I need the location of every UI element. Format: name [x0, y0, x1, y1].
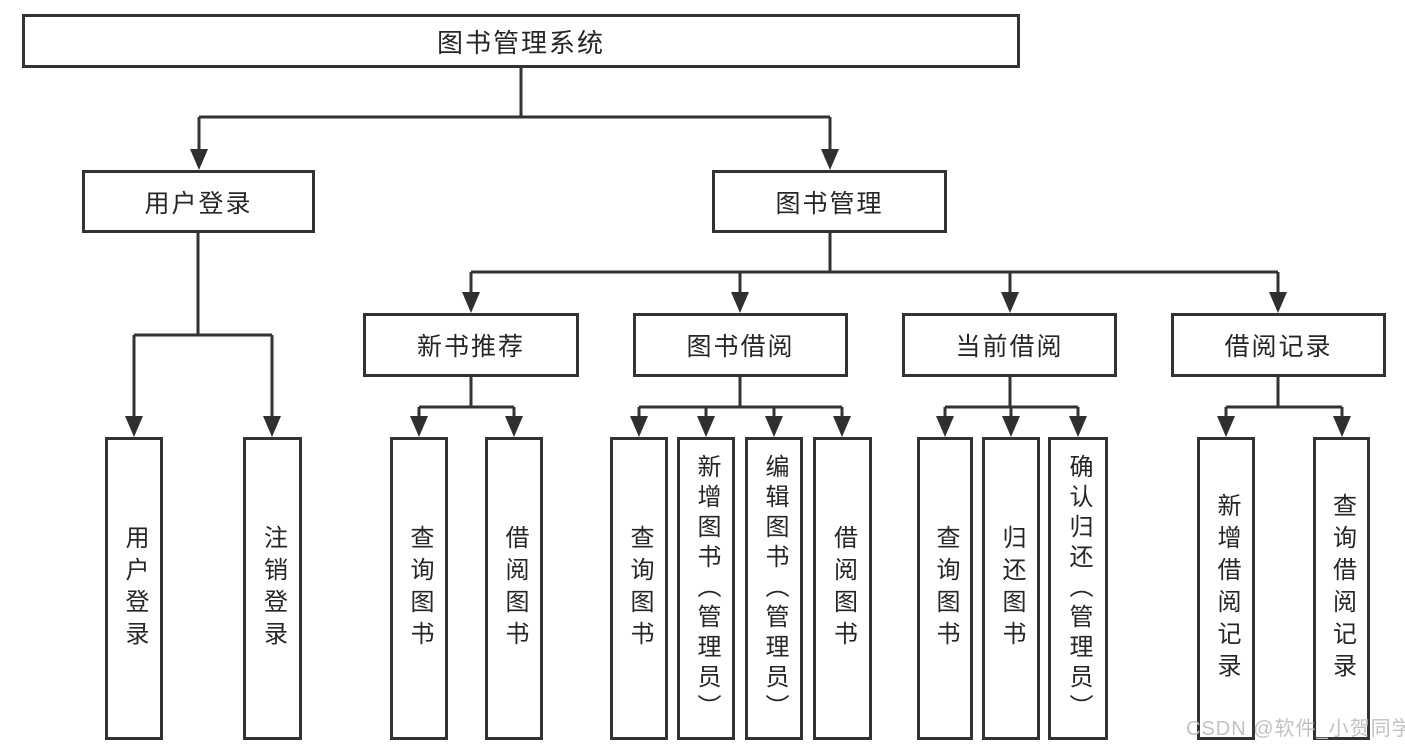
connector-bookborrow-to-leaves [637, 377, 844, 419]
leaf-add-borrow-record: 新增借阅记录 [1197, 437, 1255, 740]
csdn-watermark: CSDN @软件_小贺同学 [1186, 718, 1405, 740]
leaf-label: 查询图书 [932, 524, 959, 653]
arrowhead-icon [731, 292, 749, 313]
arrowhead-icon [1333, 416, 1351, 437]
arrowhead-icon [1269, 292, 1287, 313]
leaf-label: 注销登录 [259, 524, 287, 653]
arrowhead-icon [125, 416, 143, 437]
leaf-label: 用户登录 [121, 524, 148, 653]
leaf-label: 查询图书 [626, 524, 653, 653]
arrowhead-icon [765, 416, 783, 437]
node-root-system: 图书管理系统 [22, 14, 1020, 68]
connector-newbooks-to-leaves [417, 377, 516, 419]
arrowhead-icon [1069, 416, 1087, 437]
leaf-edit-books-admin: 编辑图书（管理员） [745, 437, 803, 740]
leaf-query-books-current: 查询图书 [917, 437, 973, 740]
leaf-add-books-admin: 新增图书（管理员） [677, 437, 735, 740]
arrowhead-icon [263, 416, 281, 437]
leaf-label: 借阅图书 [501, 524, 528, 653]
leaf-label: 编辑图书（管理员） [761, 453, 788, 724]
leaf-borrow-books-newbooks: 借阅图书 [485, 437, 543, 740]
leaf-label: 查询借阅记录 [1328, 492, 1356, 685]
node-book-borrowing: 图书借阅 [633, 313, 848, 377]
arrowhead-icon [1217, 416, 1235, 437]
arrowhead-icon [1001, 292, 1019, 313]
arrowhead-icon [1002, 416, 1020, 437]
leaf-label: 新增借阅记录 [1213, 492, 1240, 685]
leaf-borrow-books-borrowing: 借阅图书 [813, 437, 872, 740]
leaf-user-login: 用户登录 [105, 437, 163, 740]
arrowhead-icon [190, 149, 208, 170]
connector-borrowrecords-to-leaves [1224, 377, 1344, 419]
connector-root-to-level2 [197, 68, 832, 152]
leaf-label: 借阅图书 [829, 524, 857, 653]
connector-currentborrow-to-leaves [943, 377, 1080, 419]
node-book-management-branch: 图书管理 [712, 170, 947, 233]
node-new-book-recommend: 新书推荐 [363, 313, 579, 377]
arrowhead-icon [936, 416, 954, 437]
arrowhead-icon [505, 416, 523, 437]
connector-bookmgmt-to-level3 [469, 233, 1280, 295]
arrowhead-icon [630, 416, 648, 437]
arrowhead-icon [833, 416, 851, 437]
arrowhead-icon [697, 416, 715, 437]
node-current-borrowing: 当前借阅 [902, 313, 1117, 377]
connector-userlogin-to-leaves [132, 233, 274, 419]
leaf-label: 查询图书 [406, 524, 433, 653]
leaf-confirm-return-admin: 确认归还（管理员） [1048, 437, 1108, 740]
node-user-login-branch: 用户登录 [82, 170, 315, 233]
leaf-query-books-newbooks: 查询图书 [390, 437, 448, 740]
arrowhead-icon [462, 292, 480, 313]
leaf-label: 确认归还（管理员） [1065, 453, 1092, 724]
leaf-label: 新增图书（管理员） [693, 453, 720, 724]
node-borrow-records: 借阅记录 [1171, 313, 1386, 377]
leaf-logout: 注销登录 [243, 437, 302, 740]
arrowhead-icon [821, 149, 839, 170]
leaf-label: 归还图书 [998, 524, 1025, 653]
arrowhead-icon [410, 416, 428, 437]
leaf-return-books: 归还图书 [982, 437, 1040, 740]
leaf-query-borrow-record: 查询借阅记录 [1313, 437, 1370, 740]
leaf-query-books-borrowing: 查询图书 [610, 437, 668, 740]
